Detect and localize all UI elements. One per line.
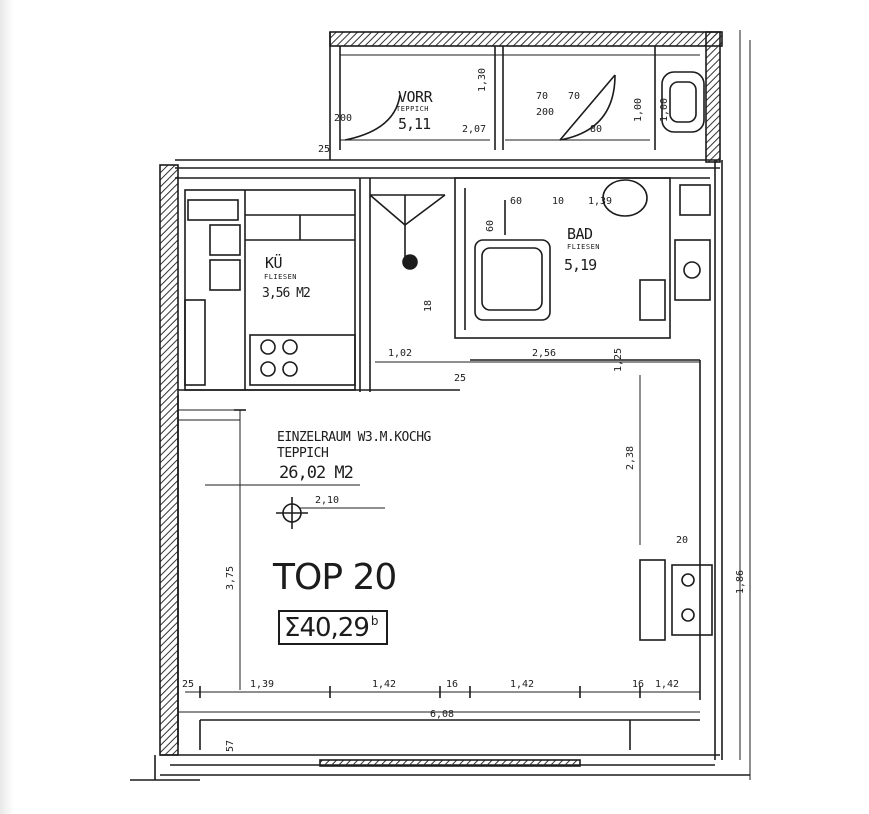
total-symbol: Σ (284, 613, 300, 643)
dim-bottom-5: 16 (632, 679, 645, 690)
room-name-kueche: KÜ (265, 254, 283, 272)
wall-top-hatched (329, 31, 723, 47)
dim-bad-1: 10 (552, 196, 565, 207)
dim-bottom-1: 1,39 (250, 679, 275, 690)
dim-vertical-right: 2,38 (625, 445, 636, 470)
dim-vorraum-1: 80 (590, 124, 603, 135)
dim-misc-9: 1,00 (659, 97, 670, 122)
room-floor-vorraum: TEPPICH (396, 105, 430, 113)
dim-vertical-main: 3,75 (225, 565, 236, 590)
bath-outline (454, 177, 671, 339)
room-area-kueche: 3,56 M2 (262, 286, 311, 301)
dim-bad-door-0: 70 (536, 91, 549, 102)
unit-title: TOP 20 (273, 557, 397, 598)
dim-bad-door-1: 200 (536, 107, 555, 118)
dim-misc-3: 60 (485, 219, 496, 232)
dim-bottom-6: 1,42 (655, 679, 680, 690)
total-area: 40,29 (299, 613, 369, 643)
total-suffix: b (370, 614, 379, 628)
scan-edge (0, 0, 14, 814)
dim-vertical-right-lower: 1,86 (735, 569, 746, 594)
dim-inner-0: 1,02 (388, 348, 413, 359)
door-arc-bad (559, 74, 616, 141)
dim-bottom-2: 1,42 (372, 679, 397, 690)
bathtub-icon (474, 239, 551, 321)
dim-misc-0: 1,30 (477, 67, 488, 92)
dim-misc-1: 1,00 (633, 97, 644, 122)
dim-inner-1: 2,56 (532, 348, 557, 359)
dim-bad-0: 60 (510, 196, 523, 207)
dim-bottom-total: 6,08 (430, 709, 455, 720)
dim-bottom-4: 1,42 (510, 679, 535, 690)
room-floor-kueche: FLIESEN (264, 273, 298, 281)
wall-right-upper (705, 31, 721, 163)
dim-bad-2: 1,39 (588, 196, 613, 207)
dim-vorraum-0: 2,07 (462, 124, 487, 135)
door-arc-vorr (344, 94, 401, 141)
room-area-wohnraum: 26,02 M2 (279, 463, 354, 483)
sink-icon (602, 179, 648, 217)
floor-drain-icon (402, 254, 418, 270)
dim-misc-10: 70 (568, 91, 581, 102)
dim-misc-5: 1,25 (613, 347, 624, 372)
dim-misc-6: 18 (423, 299, 434, 312)
dim-misc-4: 20 (676, 535, 689, 546)
room-floor-wohnraum: TEPPICH (277, 446, 329, 461)
toilet-icon (661, 71, 705, 133)
dim-vorr-door: 200 (334, 113, 353, 124)
room-name-wohnraum: EINZELRAUM W3.M.KOCHG (277, 430, 431, 445)
stove-icon (260, 339, 298, 377)
dim-misc-7: 25 (454, 373, 467, 384)
room-name-bad: BAD (567, 225, 593, 243)
room-area-vorraum: 5,11 (398, 115, 431, 133)
dim-bottom-3: 16 (446, 679, 459, 690)
room-name-vorraum: VORR (398, 88, 433, 106)
radiator-icon (671, 564, 713, 636)
room-floor-bad: FLIESEN (567, 243, 601, 251)
room-height-wohnraum: 2,10 (315, 495, 340, 506)
dim-misc-8: 57 (225, 739, 236, 752)
dim-bottom-0: 25 (182, 679, 195, 690)
wall-left-hatched (159, 164, 179, 756)
room-area-bad: 5,19 (564, 256, 597, 274)
dim-misc-2: 25 (318, 144, 331, 155)
